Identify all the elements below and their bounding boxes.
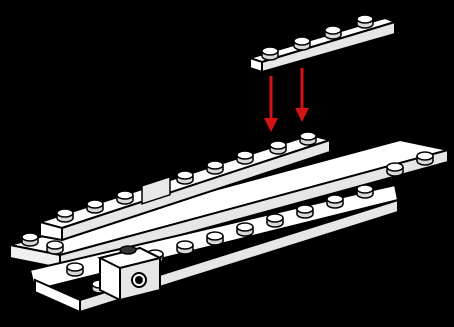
dark-stud [120,246,136,254]
